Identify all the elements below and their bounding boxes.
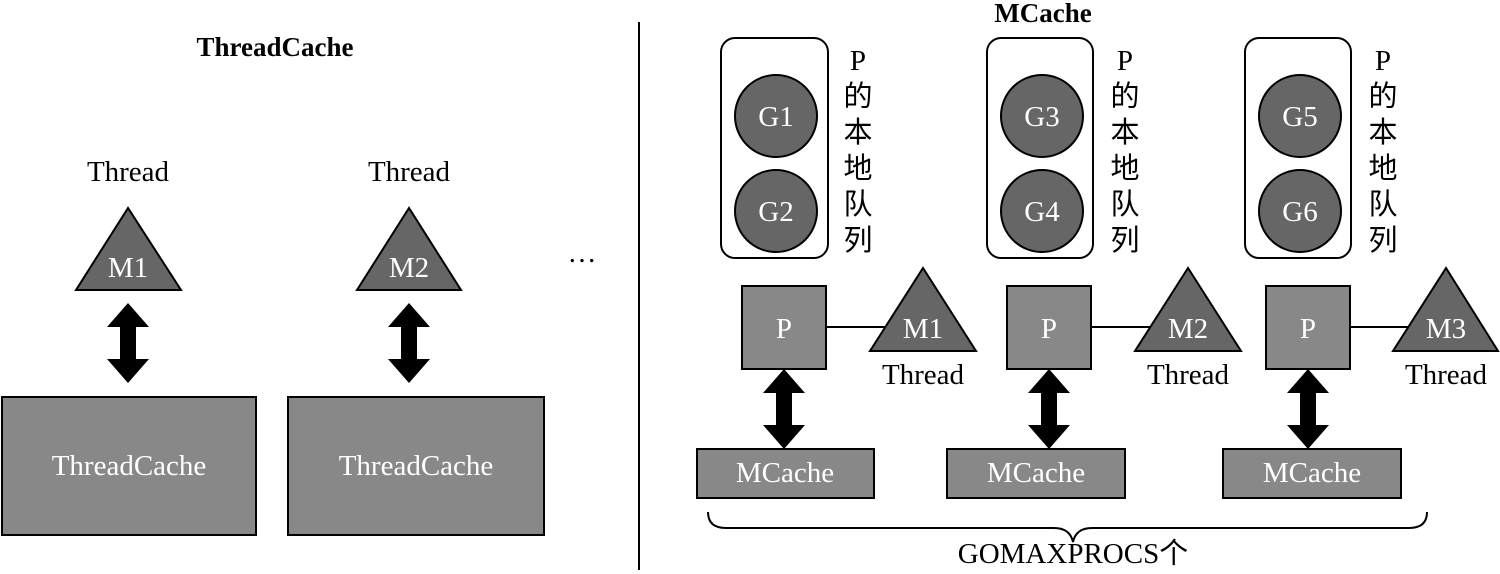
g4-label: G4 [1024,196,1060,228]
p-label: P [1300,313,1316,345]
queue-char: 本 [1110,116,1139,149]
queue-char: P [850,45,866,77]
queue-char: 队 [843,188,872,221]
curly-brace [707,511,1428,543]
threadcache-box-label: ThreadCache [339,450,494,482]
local-queue-label: P 的 本 地 队 列 [1368,45,1397,257]
double-arrow-icon [763,369,805,449]
local-queue-box [720,37,829,259]
queue-char: 的 [1368,80,1397,113]
m1-triangle [74,206,183,291]
p-label: P [776,313,792,345]
queue-char: 列 [1368,224,1397,257]
m1-label: M1 [903,313,943,345]
thread-group-2: Thread M2 ThreadCache [287,156,545,536]
mcache-box-label: MCache [987,457,1085,489]
g3-label: G3 [1024,101,1059,133]
queue-char: 的 [1110,80,1139,113]
threadcache-box-label: ThreadCache [52,450,207,482]
threadcache-box-2 [287,396,545,536]
goroutine-g2 [734,169,818,253]
p-group-1: G1 G2 P 的 本 地 队 列 P M1 Thread MCache [696,37,978,499]
queue-char: P [1117,45,1133,77]
queue-char: 地 [843,152,872,185]
queue-char: 地 [1368,152,1397,185]
mcache-box [696,448,875,499]
m1-label: M1 [108,252,148,284]
queue-char: 本 [1368,116,1397,149]
queue-char: 列 [843,224,872,257]
queue-char: 队 [1368,188,1397,221]
queue-char: 队 [1110,188,1139,221]
thread-label: Thread [368,156,451,188]
g2-label: G2 [758,196,793,228]
threadcache-title: ThreadCache [196,32,353,62]
thread-label: Thread [1147,359,1230,391]
local-queue-label: P 的 本 地 队 列 [843,45,872,257]
thread-group-1: Thread M1 ThreadCache [1,156,257,536]
double-arrow-icon [1028,369,1070,449]
goroutine-g6 [1258,169,1342,253]
p-group-2: G3 G4 P 的 本 地 队 列 P M2 Thread MCache [946,37,1243,499]
thread-label: Thread [1405,359,1488,391]
p-box [1265,285,1351,370]
double-arrow-icon [388,303,430,383]
gomaxprocs-label: GOMAXPROCS个 [958,538,1188,570]
double-arrow-icon [107,303,149,383]
m2-label: M2 [1168,313,1208,345]
p-group-3: G5 G6 P 的 本 地 队 列 P M3 Thread MCache [1222,37,1500,499]
ellipsis: … [568,237,597,269]
mcache-box [1222,448,1402,499]
goroutine-g3 [1000,74,1084,158]
p-box [1006,285,1092,370]
threadcache-box-1 [1,396,257,536]
mcache-box-label: MCache [1263,457,1361,489]
m1-triangle [868,266,978,352]
goroutine-g5 [1258,74,1342,158]
goroutine-g1 [734,74,818,158]
local-queue-label: P 的 本 地 队 列 [1110,45,1139,257]
m3-label: M3 [1426,313,1466,345]
queue-char: P [1375,45,1391,77]
queue-char: 的 [843,80,872,113]
g5-label: G5 [1282,101,1317,133]
p-label: P [1041,313,1057,345]
m2-triangle [1133,266,1243,352]
m3-triangle [1391,266,1500,352]
m2-label: M2 [389,252,429,284]
thread-label: Thread [87,156,170,188]
mcache-box-label: MCache [736,457,834,489]
thread-label: Thread [882,359,965,391]
mcache-title: MCache [994,0,1091,28]
g1-label: G1 [758,101,793,133]
mcache-box [946,448,1126,499]
g6-label: G6 [1282,196,1317,228]
local-queue-box [1244,37,1352,259]
goroutine-g4 [1000,169,1084,253]
double-arrow-icon [1287,369,1329,449]
queue-char: 列 [1110,224,1139,257]
local-queue-box [986,37,1094,259]
m2-triangle [355,206,463,291]
queue-char: 地 [1110,152,1139,185]
queue-char: 本 [843,116,872,149]
